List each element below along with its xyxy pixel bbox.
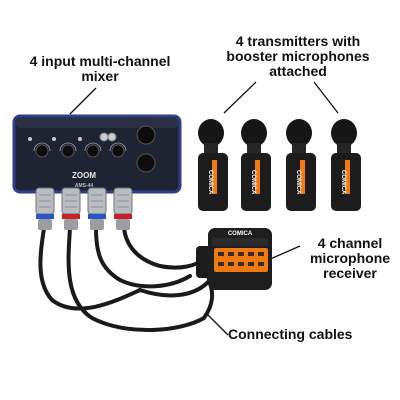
transmitters-label-line-2: booster microphones	[226, 48, 370, 64]
xlr-connector-3	[87, 187, 107, 230]
mixer-label-line-1: 4 input multi-channel	[29, 53, 171, 69]
transmitter-2: COMICA	[241, 119, 271, 211]
transmitter-3: COMICA	[286, 119, 316, 211]
receiver: COMICA	[196, 228, 272, 290]
mixer-label: 4 input multi-channel mixer	[10, 54, 190, 84]
rx-brand-text: COMICA	[228, 231, 253, 237]
tx-brand-text-1: COMICA	[207, 170, 213, 195]
cables-label: Connecting cables	[228, 326, 353, 342]
tx-brand-text-4: COMICA	[340, 170, 346, 195]
transmitter-4: COMICA	[331, 119, 361, 211]
xlr-connector-4	[113, 187, 133, 230]
transmitters: COMICA COMICA COMICA	[198, 119, 361, 211]
cables-pointer-line	[205, 312, 229, 336]
tx-brand-text-2: COMICA	[250, 170, 256, 195]
xlr-connector-1	[35, 187, 55, 230]
tx-brand-text-3: COMICA	[295, 170, 301, 195]
receiver-orange-panel	[214, 248, 268, 272]
receiver-label-line-2: microphone	[309, 250, 391, 266]
tx-pointer-left	[223, 81, 257, 114]
receiver-label-line-1: 4 channel	[317, 235, 383, 251]
transmitters-label: 4 transmitters with booster microphones …	[198, 34, 398, 79]
mixer-label-line-2: mixer	[81, 68, 119, 84]
transmitters-label-line-3: attached	[269, 63, 327, 79]
rx-pointer-line	[267, 245, 301, 261]
xlr-connector-2	[61, 187, 81, 230]
transmitter-1: COMICA	[198, 119, 228, 211]
transmitters-label-line-1: 4 transmitters with	[235, 33, 361, 49]
mixer-model-text: AMS-44	[75, 183, 94, 189]
receiver-label: 4 channel microphone receiver	[300, 236, 400, 281]
tx-pointer-right	[313, 81, 339, 114]
mixer-knobs	[35, 125, 156, 173]
mixer: ZOOM AMS-44	[12, 114, 182, 194]
xlr-connectors	[35, 187, 133, 230]
mixer-pointer-line	[69, 87, 97, 115]
mixer-brand-text: ZOOM	[72, 171, 96, 180]
connecting-cables	[38, 226, 215, 333]
receiver-label-line-3: receiver	[323, 265, 377, 281]
